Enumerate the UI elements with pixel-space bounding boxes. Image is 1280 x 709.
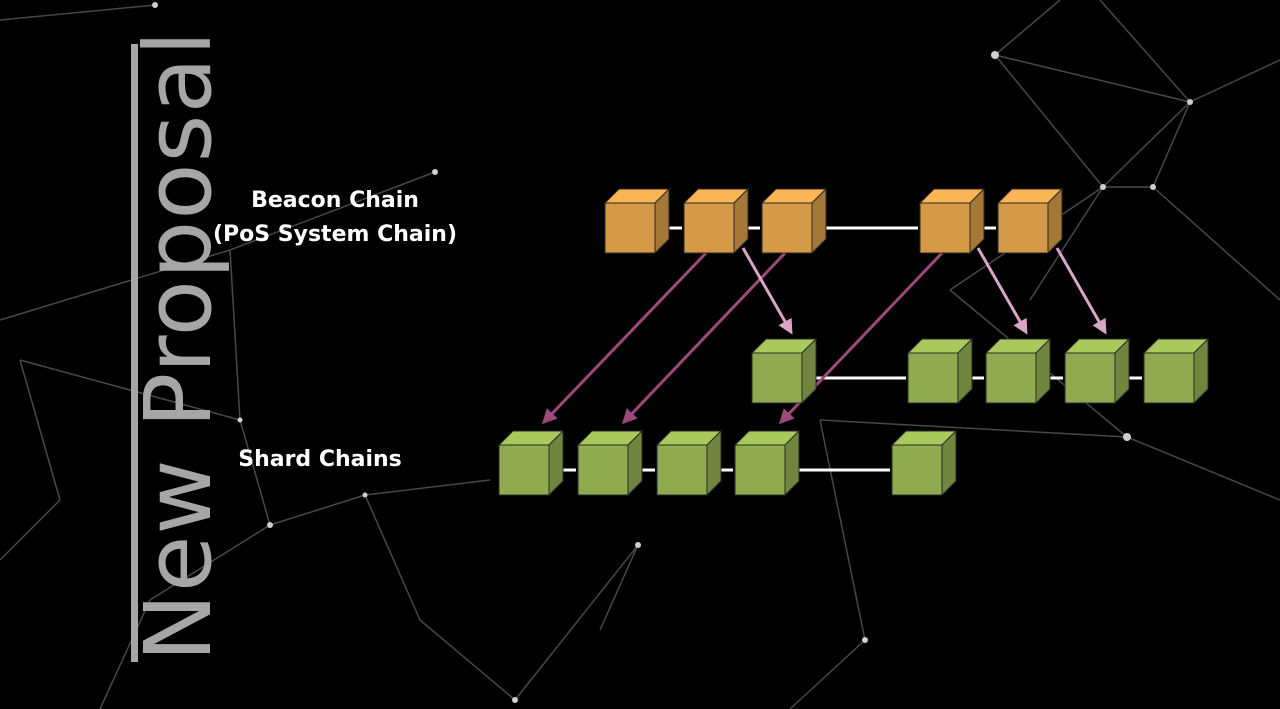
- beacon-chain-label-line2: (PoS System Chain): [212, 222, 457, 247]
- beacon-block-3: [760, 187, 828, 255]
- cross-link-arrow-5: [976, 247, 1028, 335]
- shard-1-block-5: [1142, 337, 1210, 405]
- shard-1-block-4: [1063, 337, 1131, 405]
- cross-link-arrow-1: [541, 251, 708, 425]
- shard-chains-label: Shard Chains: [238, 447, 402, 472]
- shard-1-block-2: [906, 337, 974, 405]
- beacon-chain-label: Beacon Chain (PoS System Chain): [200, 184, 470, 252]
- shard-2-block-1: [497, 429, 565, 497]
- shard-2-block-2: [576, 429, 644, 497]
- beacon-block-5: [996, 187, 1064, 255]
- shard-1-block-1: [750, 337, 818, 405]
- cross-link-arrow-2: [621, 251, 787, 425]
- cross-link-arrow-4: [741, 247, 793, 335]
- title-rule: [131, 44, 138, 662]
- beacon-block-1: [603, 187, 671, 255]
- beacon-block-4: [918, 187, 986, 255]
- shard-2-block-4: [733, 429, 801, 497]
- shard-2-block-5: [890, 429, 958, 497]
- beacon-chain-label-line1: Beacon Chain: [251, 188, 419, 213]
- shard-1-block-3: [984, 337, 1052, 405]
- beacon-block-2: [682, 187, 750, 255]
- shard-2-block-3: [655, 429, 723, 497]
- cross-link-arrow-6: [1055, 247, 1107, 335]
